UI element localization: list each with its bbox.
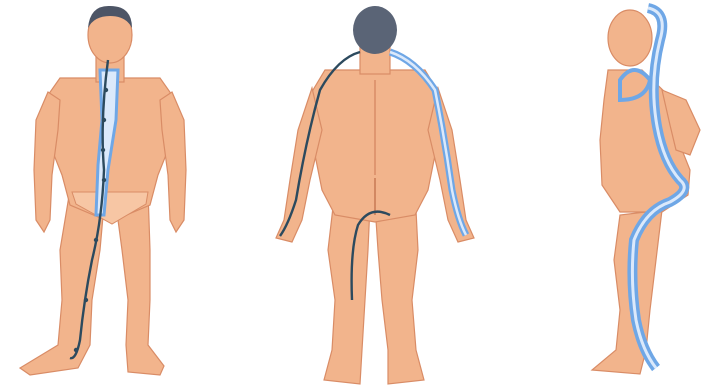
front-view-figure bbox=[0, 0, 240, 390]
back-head-hair bbox=[353, 6, 397, 54]
back-view-figure bbox=[240, 0, 490, 390]
side-view-figure bbox=[550, 0, 715, 390]
